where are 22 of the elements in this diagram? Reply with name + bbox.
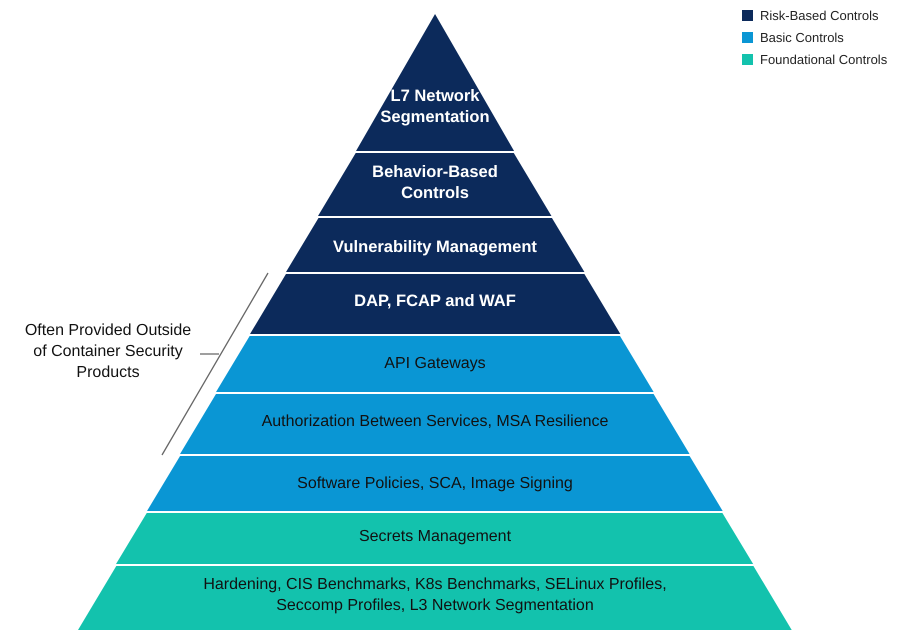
legend-label: Risk-Based Controls [760, 8, 878, 23]
pyramid-tier [77, 565, 793, 631]
tier-label: Vulnerability Management [333, 237, 537, 258]
pyramid-tier [115, 512, 755, 565]
pyramid-tier [317, 152, 553, 217]
tier-label: API Gateways [384, 354, 486, 374]
tier-label: DAP, FCAP and WAF [354, 291, 516, 312]
legend-label: Foundational Controls [760, 52, 888, 67]
pyramid-tier [146, 455, 724, 512]
tier-label: Software Policies, SCA, Image Signing [297, 474, 573, 494]
bracket-note: Often Provided Outside of Container Security Products [24, 321, 192, 383]
tier-label: L7 Network Segmentation [379, 86, 491, 128]
legend-label: Basic Controls [760, 30, 844, 45]
pyramid-tier [248, 273, 622, 335]
pyramid-tier [284, 217, 586, 273]
tier-label: Hardening, CIS Benchmarks, K8s Benchmarks, SELinux Profiles, Seccomp Profiles, L3 Network Segmentation [202, 575, 668, 616]
pyramid-tier [354, 14, 516, 152]
pyramid-tier [179, 393, 691, 455]
tier-label: Behavior-Based Controls [371, 162, 499, 204]
pyramid-tier [215, 335, 655, 393]
tier-label: Authorization Between Services, MSA Resilience [262, 412, 608, 432]
tier-label: Secrets Management [358, 527, 512, 547]
